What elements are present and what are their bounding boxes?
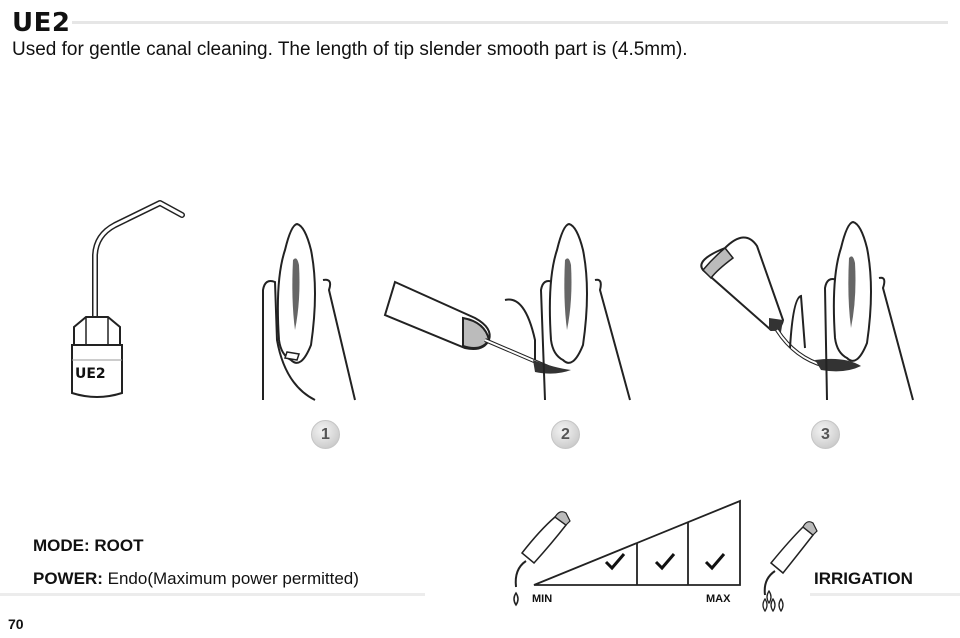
ue2-tip-illustration [71,200,185,398]
power-setting: POWER: Endo(Maximum power permitted) [33,569,359,589]
page-title: UE2 [12,8,71,38]
page-number: 70 [8,616,24,632]
power-scale [513,499,741,607]
step-3-illustration [700,220,914,401]
irrigation-label: IRRIGATION [814,569,913,588]
scale-min-label: MIN [532,593,553,605]
step-number-2: 2 [551,420,580,449]
irrigation-icon [762,521,818,613]
bottom-divider-left [0,593,425,596]
scale-max-label: MAX [706,593,731,605]
step-number-1: 1 [311,420,340,449]
tip-description: Used for gentle canal cleaning. The leng… [12,39,688,60]
step-number-3: 3 [811,420,840,449]
check-icon [604,553,626,571]
bottom-divider-right [810,593,960,596]
step-1-illustration [262,222,356,401]
tip-label: UE2 [75,366,106,382]
power-label: POWER: [33,569,103,588]
check-icon [654,553,676,571]
power-value: Endo(Maximum power permitted) [102,569,359,588]
mode-setting: MODE: ROOT [33,536,144,555]
title-divider [72,21,948,24]
step-2-illustration [383,222,631,401]
check-icon [704,553,726,571]
